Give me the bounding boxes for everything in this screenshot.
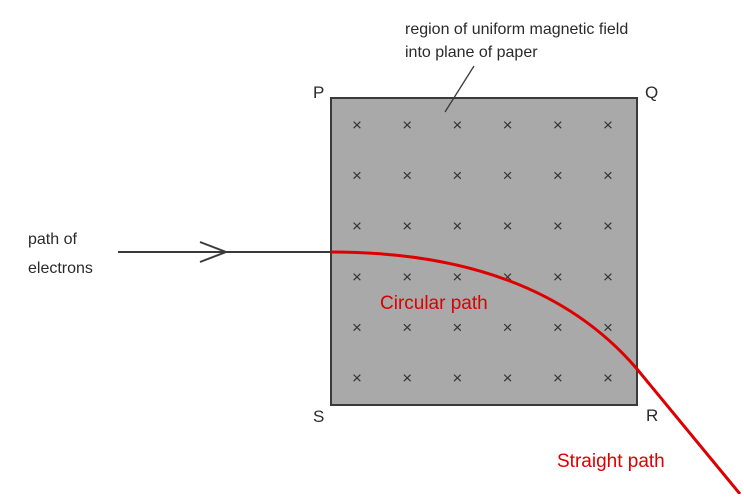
field-mark: ×	[402, 217, 412, 236]
field-mark: ×	[603, 318, 613, 337]
circular-path-curve	[330, 250, 639, 370]
field-mark: ×	[352, 368, 362, 387]
electron-direction-arrow	[199, 241, 229, 263]
field-mark: ×	[553, 318, 563, 337]
straight-path-label: Straight path	[557, 451, 665, 472]
corner-label-q: Q	[645, 83, 658, 102]
corner-label-r: R	[646, 406, 658, 425]
field-mark: ×	[452, 267, 462, 286]
field-mark: ×	[402, 115, 412, 134]
field-marks-grid: × × × × × × × × × × × × × × × × × × × × × × × × × × × × × × × × × × × ×	[352, 115, 613, 387]
field-label-line1: region of uniform magnetic field	[405, 21, 628, 38]
field-mark: ×	[603, 267, 613, 286]
field-mark: ×	[352, 318, 362, 337]
field-mark: ×	[452, 217, 462, 236]
field-mark: ×	[603, 217, 613, 236]
field-mark: ×	[503, 368, 513, 387]
field-mark: ×	[452, 318, 462, 337]
field-mark: ×	[352, 267, 362, 286]
field-mark: ×	[452, 115, 462, 134]
field-mark: ×	[603, 115, 613, 134]
field-mark: ×	[352, 166, 362, 185]
field-mark: ×	[503, 217, 513, 236]
field-mark: ×	[503, 115, 513, 134]
field-label-line2: into plane of paper	[405, 44, 538, 61]
field-mark: ×	[553, 217, 563, 236]
field-mark: ×	[352, 115, 362, 134]
field-mark: ×	[402, 368, 412, 387]
field-mark: ×	[553, 267, 563, 286]
field-label-pointer	[444, 65, 475, 113]
field-mark: ×	[503, 267, 513, 286]
field-mark: ×	[503, 166, 513, 185]
field-mark: ×	[402, 267, 412, 286]
field-mark: ×	[352, 217, 362, 236]
corner-label-s: S	[313, 407, 324, 426]
field-mark: ×	[402, 318, 412, 337]
field-mark: ×	[452, 166, 462, 185]
field-mark: ×	[553, 166, 563, 185]
circular-path-label: Circular path	[380, 293, 488, 314]
field-mark: ×	[402, 166, 412, 185]
electron-label-line2: electrons	[28, 260, 93, 277]
corner-label-p: P	[313, 83, 324, 102]
field-mark: ×	[503, 318, 513, 337]
straight-path-line	[635, 368, 742, 495]
electron-label-line1: path of	[28, 231, 77, 248]
magnetic-field-region	[330, 97, 638, 406]
field-mark: ×	[452, 368, 462, 387]
field-mark: ×	[553, 115, 563, 134]
field-mark: ×	[603, 368, 613, 387]
field-mark: ×	[553, 368, 563, 387]
field-mark: ×	[603, 166, 613, 185]
